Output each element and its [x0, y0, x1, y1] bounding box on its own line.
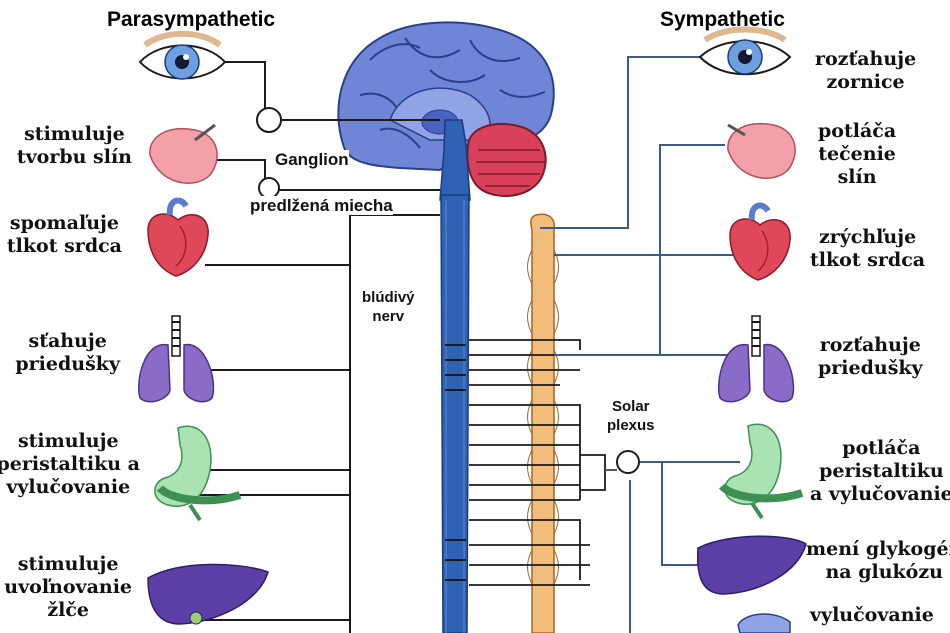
cerebellum — [466, 123, 547, 197]
stomach-left-icon — [154, 425, 242, 522]
kidney-right-icon — [737, 613, 791, 633]
sympathetic-chain — [527, 213, 559, 633]
eye-left-icon — [138, 30, 227, 80]
solar-plexus-node — [616, 450, 640, 474]
liver-left-icon — [147, 563, 269, 625]
sympathetic-nerves — [469, 339, 606, 586]
salivary-gland-right-icon — [727, 123, 796, 179]
parasympathetic-title: Parasympathetic — [107, 8, 276, 31]
medulla-label: predlžená miecha — [250, 196, 393, 215]
spinal-cord — [440, 194, 470, 633]
stomach-right-icon — [718, 423, 804, 520]
label-secretion: vylučovanie — [810, 604, 934, 626]
liver-right-icon — [696, 535, 807, 595]
heart-right-icon — [729, 202, 791, 281]
heart-left-icon — [147, 197, 209, 277]
sympathetic-title: Sympathetic — [660, 8, 785, 31]
eye-right-icon — [698, 26, 792, 76]
salivary-gland-left-icon — [149, 123, 218, 184]
brain-illustration — [337, 21, 555, 201]
lungs-left-icon — [138, 315, 215, 403]
ganglion-label: Ganglion — [275, 150, 349, 169]
lungs-right-icon — [718, 315, 795, 403]
sympathetic-outflow — [540, 56, 740, 633]
ganglion-nodes — [256, 107, 282, 199]
